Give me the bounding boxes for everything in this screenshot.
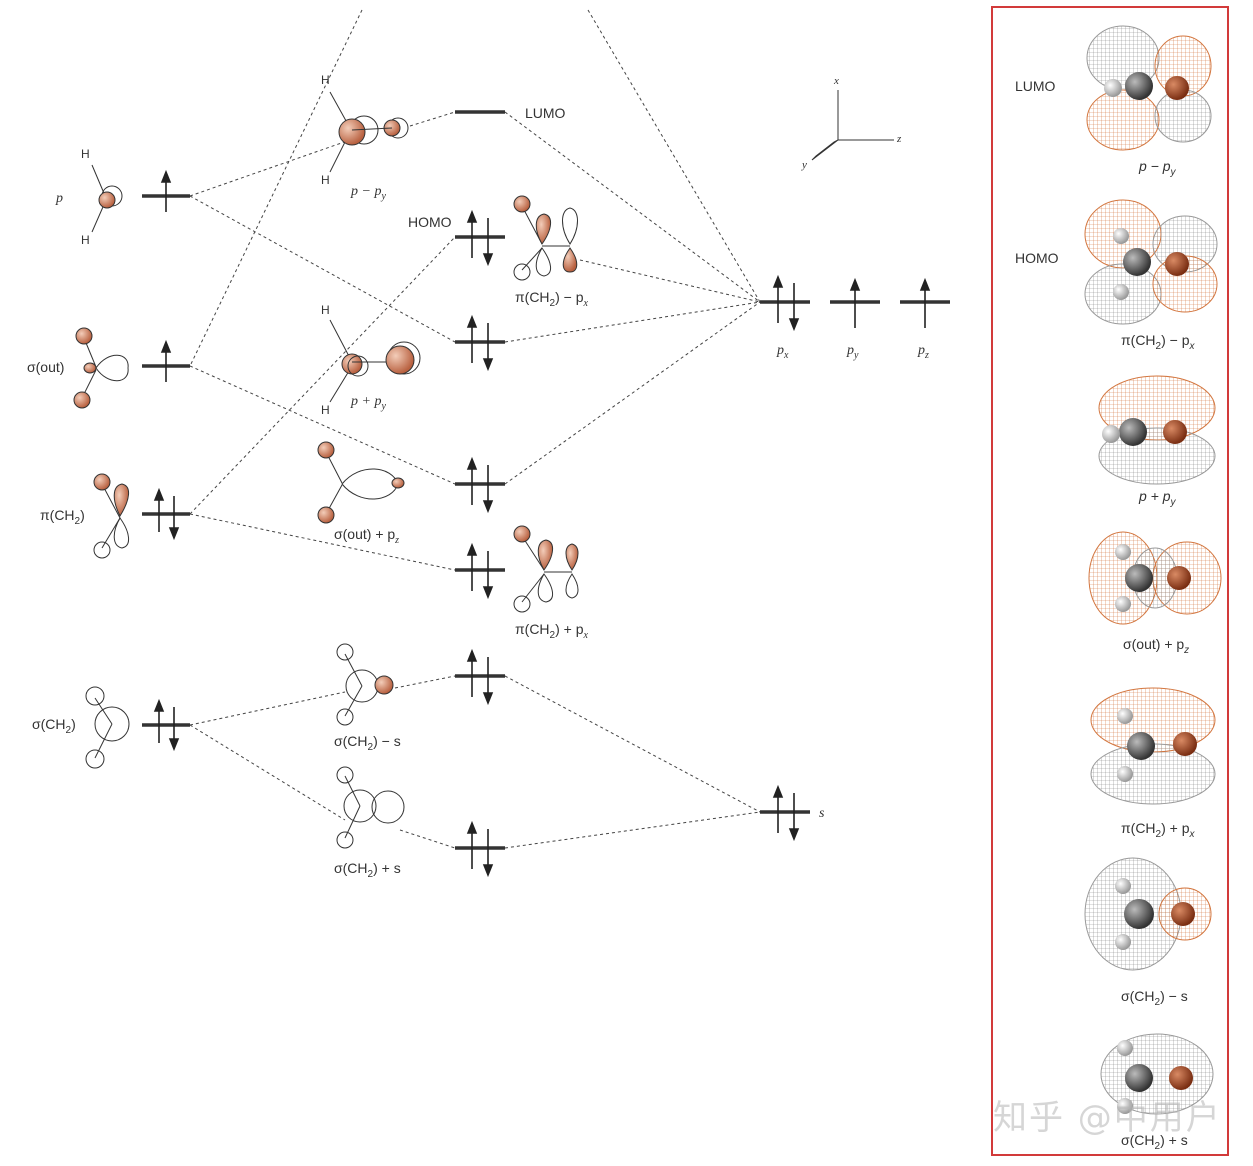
- orbital-sigma-ch2-minus-s: [336, 643, 394, 726]
- watermark: 知乎 @中用户: [993, 1098, 1222, 1138]
- label-h-5: H: [321, 303, 330, 317]
- electron-up-pz: [919, 277, 931, 328]
- electron-pair-5: [466, 542, 494, 600]
- panel-caption-6: σ(CH2) − s: [1121, 988, 1188, 1008]
- electron-up-py: [849, 277, 861, 328]
- panel-label-homo: HOMO: [1015, 250, 1059, 266]
- label-p-minus-py: p − py: [351, 184, 386, 202]
- panel-caption-4: σ(out) + pz: [1123, 636, 1190, 656]
- axis-label-x: x: [834, 75, 839, 87]
- label-p-plus-py: p + py: [351, 394, 386, 412]
- orbital-p-left: [91, 164, 123, 233]
- label-sigma-out-plus-pz: σ(out) + pz: [334, 526, 400, 546]
- axes-icon: [811, 90, 894, 161]
- label-s: s: [819, 806, 825, 821]
- electron-pair-3: [466, 314, 494, 372]
- render-pi-plus-px: [1090, 687, 1216, 805]
- electron-up-p: [160, 169, 172, 212]
- label-sigma-ch2: σ(CH2): [32, 716, 76, 736]
- render-sigma-out-plus-pz: [1088, 531, 1222, 625]
- orbital-sigma-ch2: [85, 686, 130, 769]
- panel-caption-3: p + py: [1139, 488, 1176, 508]
- render-sigma-ch2-plus-s: [1100, 1033, 1214, 1115]
- electron-pair-px: [772, 274, 800, 332]
- panel-label-lumo: LUMO: [1015, 78, 1056, 94]
- panel-caption-2: π(CH2) − px: [1121, 332, 1195, 352]
- orbital-pi-ch2: [93, 473, 129, 559]
- label-p: p: [56, 191, 63, 206]
- electron-pair-4: [466, 456, 494, 514]
- axis-label-y: y: [802, 159, 807, 171]
- label-pi-minus-px: π(CH2) − px: [515, 289, 588, 309]
- orbital-sigma-out-plus-pz: [317, 441, 405, 524]
- orbital-panel: LUMO HOMO p − py π(CH2) − px p + py σ(ou…: [991, 6, 1229, 1156]
- correlation-lines: [189, 9, 761, 849]
- label-sigma-out: σ(out): [27, 359, 65, 375]
- axis-label-z: z: [897, 133, 902, 145]
- label-pz: pz: [918, 343, 929, 361]
- render-homo: [1084, 199, 1218, 325]
- orbital-renderings: [1084, 25, 1222, 1115]
- orbital-p-minus-py: [329, 91, 409, 173]
- orbital-pi-plus-px: [513, 525, 579, 613]
- panel-caption-1: p − py: [1139, 158, 1176, 178]
- render-lumo: [1086, 25, 1212, 151]
- mo-diagram: [73, 9, 950, 878]
- electron-arrows: [153, 169, 931, 878]
- electron-pair-homo: [466, 209, 494, 267]
- panel-caption-7: σ(CH2) + s: [1121, 1132, 1188, 1152]
- electron-pair-pi-ch2: [153, 487, 180, 541]
- label-homo: HOMO: [408, 214, 452, 230]
- render-p-plus-py: [1098, 375, 1216, 485]
- orbital-sigma-out: [73, 327, 129, 409]
- label-lumo: LUMO: [525, 105, 566, 121]
- orbital-sigma-ch2-plus-s: [336, 766, 405, 849]
- label-pi-plus-px: π(CH2) + px: [515, 621, 588, 641]
- label-h-3: H: [321, 73, 330, 87]
- electron-pair-s: [772, 784, 800, 842]
- panel-caption-5: π(CH2) + px: [1121, 820, 1195, 840]
- render-sigma-ch2-minus-s: [1084, 857, 1212, 971]
- label-h-1: H: [81, 147, 90, 161]
- label-h-2: H: [81, 233, 90, 247]
- label-sigma-ch2-plus-s: σ(CH2) + s: [334, 860, 401, 880]
- label-h-6: H: [321, 403, 330, 417]
- electron-pair-7: [466, 820, 494, 878]
- electron-pair-sigma-ch2: [153, 698, 180, 752]
- orbital-p-plus-py: [329, 319, 421, 403]
- label-py: py: [847, 343, 859, 361]
- label-px: px: [777, 343, 789, 361]
- orbital-pi-minus-px: [513, 195, 578, 281]
- electron-pair-6: [466, 648, 494, 706]
- electron-up-sigma-out: [160, 339, 172, 382]
- label-sigma-ch2-minus-s: σ(CH2) − s: [334, 733, 401, 753]
- label-h-4: H: [321, 173, 330, 187]
- label-pi-ch2: π(CH2): [40, 507, 85, 527]
